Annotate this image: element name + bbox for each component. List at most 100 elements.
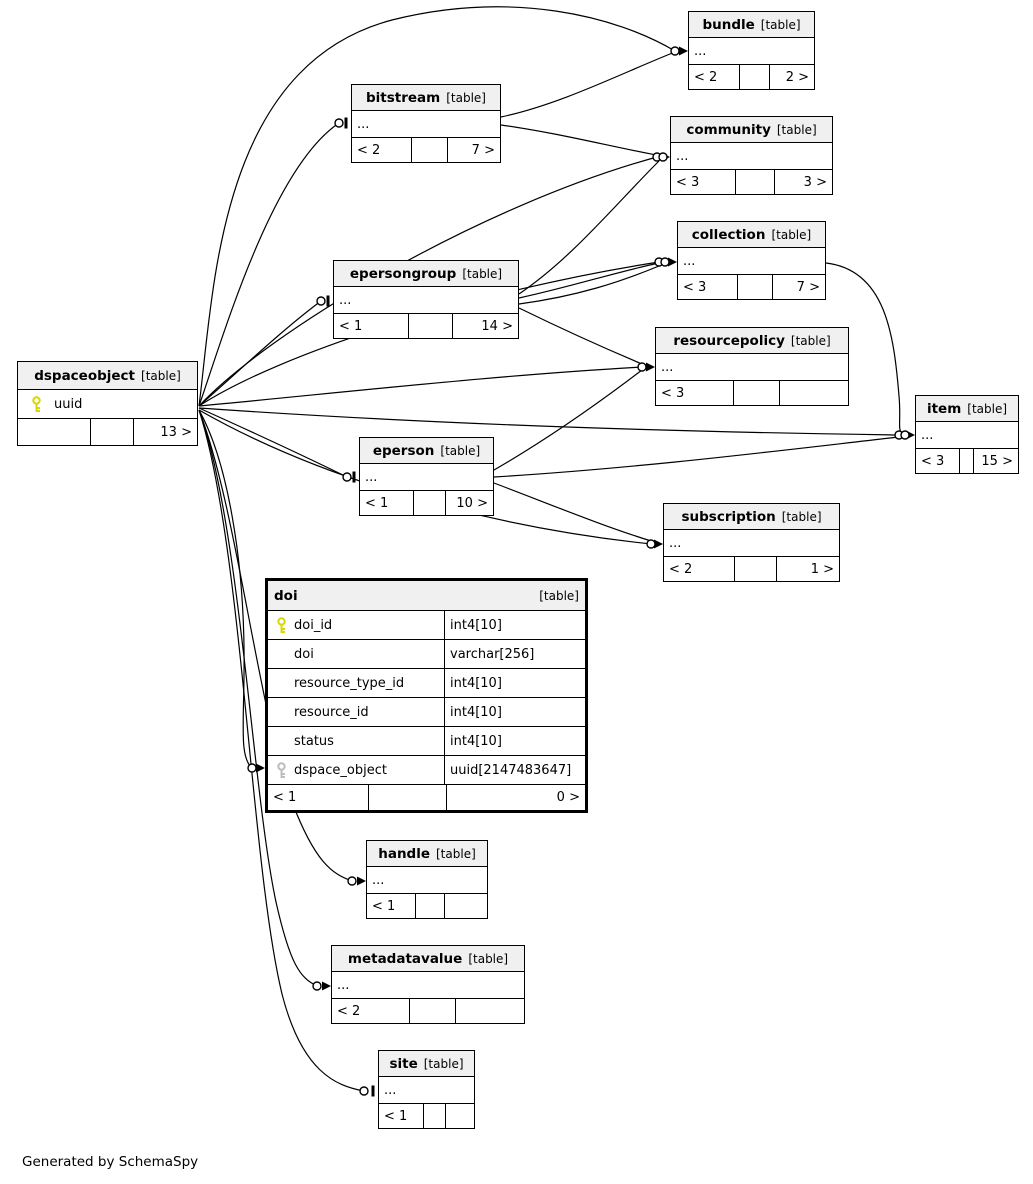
column-row: resource_type_id int4[10] — [268, 669, 585, 698]
footer-parents: < 2 — [337, 1003, 361, 1019]
table-doi[interactable]: doi [table] doi_id int4[10] doi varchar[… — [265, 578, 588, 813]
table-name: handle — [378, 845, 430, 862]
footer-mid — [411, 138, 447, 162]
table-site[interactable]: site [table] ... < 1 — [378, 1050, 475, 1129]
table-footer: < 3 15 > — [916, 449, 1018, 473]
table-subscription[interactable]: subscription [table] ... < 2 1 > — [663, 503, 840, 582]
column-name: doi — [294, 646, 314, 662]
footer-parents: < 3 — [676, 174, 700, 190]
column-name: status — [294, 733, 334, 749]
table-epersongroup[interactable]: epersongroup [table] ... < 1 14 > — [333, 260, 519, 339]
table-footer: < 1 14 > — [334, 314, 518, 338]
footer-mid — [407, 314, 452, 338]
table-handle[interactable]: handle [table] ... < 1 — [366, 840, 488, 919]
footer-mid — [734, 557, 776, 581]
table-footer: < 1 — [367, 894, 487, 918]
table-header: dspaceobject [table] — [18, 362, 197, 390]
column-type: uuid[2147483647] — [444, 756, 585, 784]
footer-mid — [413, 491, 445, 515]
table-collection[interactable]: collection [table] ... < 3 7 > — [677, 221, 826, 300]
column-row: uuid — [18, 390, 197, 419]
table-tag: [table] — [462, 266, 503, 281]
table-header: bundle [table] — [689, 12, 814, 38]
footer-parents: < 2 — [694, 69, 718, 85]
table-tag: [table] — [440, 443, 481, 458]
column-row: dspace_object uuid[2147483647] — [268, 756, 585, 785]
column-name: uuid — [54, 396, 83, 412]
table-header: item [table] — [916, 396, 1018, 422]
table-footer: < 1 — [379, 1104, 474, 1128]
table-header: epersongroup [table] — [334, 261, 518, 287]
table-footer: < 2 7 > — [352, 138, 500, 162]
column-type: varchar[256] — [444, 640, 585, 668]
table-name: bundle — [702, 16, 755, 33]
table-name: metadatavalue — [347, 950, 463, 967]
footer-children: 7 > — [772, 275, 825, 299]
footer-parents: < 1 — [384, 1108, 408, 1124]
table-metadatavalue[interactable]: metadatavalue [table] ... < 2 — [331, 945, 525, 1024]
table-dspaceobject[interactable]: dspaceobject [table] uuid 13 > — [17, 361, 198, 446]
primary-key-icon — [268, 616, 294, 634]
table-eperson[interactable]: eperson [table] ... < 1 10 > — [359, 437, 494, 516]
columns-ellipsis: ... — [664, 530, 839, 557]
columns-ellipsis: ... — [678, 248, 825, 275]
footer-children: 7 > — [446, 138, 500, 162]
table-bundle[interactable]: bundle [table] ... < 2 2 > — [688, 11, 815, 90]
footer-mid — [735, 170, 774, 194]
footer-children — [454, 999, 524, 1023]
column-row: resource_id int4[10] — [268, 698, 585, 727]
footer-mid — [736, 275, 772, 299]
column-name: resource_type_id — [294, 675, 405, 691]
footer-children: 15 > — [973, 449, 1018, 473]
footer-children: 3 > — [774, 170, 832, 194]
footer-parents: < 1 — [372, 898, 396, 914]
table-tag: [table] — [771, 227, 812, 242]
column-type: int4[10] — [444, 669, 585, 697]
table-footer: < 3 7 > — [678, 275, 825, 299]
table-name: dspaceobject — [34, 367, 136, 384]
table-name: site — [389, 1055, 418, 1072]
table-footer: < 2 1 > — [664, 557, 839, 581]
generator-note: Generated by SchemaSpy — [22, 1154, 199, 1170]
footer-children: 14 > — [451, 314, 518, 338]
table-item[interactable]: item [table] ... < 3 15 > — [915, 395, 1019, 474]
table-name: bitstream — [366, 89, 441, 106]
column-row: status int4[10] — [268, 727, 585, 756]
table-name: resourcepolicy — [673, 332, 785, 349]
footer-parents: < 2 — [357, 142, 381, 158]
table-header: handle [table] — [367, 841, 487, 867]
footer-children — [443, 894, 487, 918]
table-resourcepolicy[interactable]: resourcepolicy [table] ... < 3 — [655, 327, 849, 406]
footer-children — [445, 1104, 474, 1128]
table-tag: [table] — [790, 333, 831, 348]
footer-parents — [18, 419, 90, 445]
table-footer: < 3 — [656, 381, 848, 405]
footer-parents: < 1 — [273, 790, 297, 805]
table-tag: [table] — [967, 401, 1008, 416]
table-community[interactable]: community [table] ... < 3 3 > — [670, 116, 833, 195]
columns-ellipsis: ... — [367, 867, 487, 894]
footer-parents: < 3 — [661, 385, 685, 401]
table-footer: < 3 3 > — [671, 170, 832, 194]
footer-mid — [422, 1104, 446, 1128]
columns-ellipsis: ... — [689, 38, 814, 65]
footer-children: 0 > — [446, 785, 585, 810]
table-tag: [table] — [781, 509, 822, 524]
table-header: metadatavalue [table] — [332, 946, 524, 972]
footer-mid — [739, 65, 769, 89]
table-tag: [table] — [468, 951, 509, 966]
table-header: subscription [table] — [664, 504, 839, 530]
footer-children: 2 > — [769, 65, 814, 89]
table-header: bitstream [table] — [352, 85, 500, 111]
table-bitstream[interactable]: bitstream [table] ... < 2 7 > — [351, 84, 501, 163]
table-tag: [table] — [760, 17, 801, 32]
footer-parents: < 3 — [921, 453, 945, 469]
table-footer: < 2 2 > — [689, 65, 814, 89]
table-footer: 13 > — [18, 419, 197, 445]
footer-mid — [958, 449, 973, 473]
columns-ellipsis: ... — [360, 464, 493, 491]
columns-ellipsis: ... — [671, 143, 832, 170]
footer-mid — [732, 381, 779, 405]
table-tag: [table] — [141, 368, 181, 383]
